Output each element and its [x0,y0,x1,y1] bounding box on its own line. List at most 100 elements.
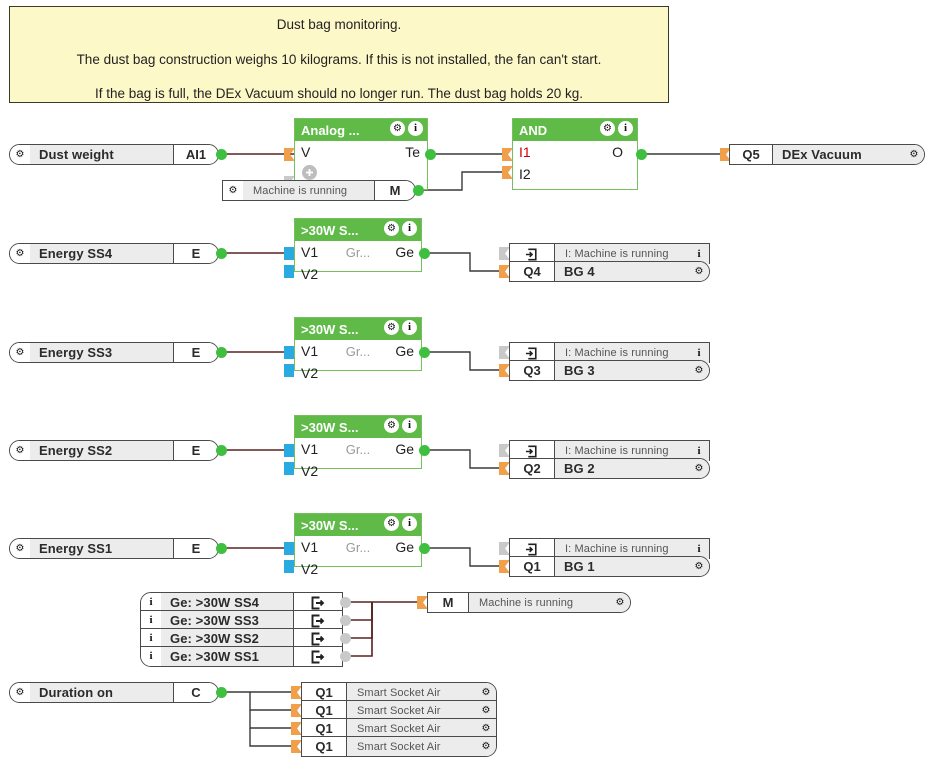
stack-bottom-connector[interactable] [499,462,510,475]
port-input-i1[interactable]: I1 [519,144,531,160]
socket-connector-2[interactable] [291,704,302,717]
info-icon[interactable]: i [689,441,709,461]
aux-output-dot[interactable] [413,185,424,196]
q5-input-connector[interactable] [720,148,731,161]
gear-icon[interactable]: ⚙ [10,244,30,263]
info-icon[interactable]: i [141,647,161,666]
gear-icon[interactable]: ⚙ [384,516,399,531]
info-icon[interactable]: i [402,418,417,433]
block-output-dot[interactable] [425,149,436,160]
block-header[interactable]: AND ⚙ i [513,119,637,141]
input-node-energy-ss1[interactable]: ⚙ Energy SS1 E [9,538,219,559]
gear-icon[interactable]: ⚙ [904,145,924,164]
stack-bottom-connector[interactable] [499,364,510,377]
gear-icon[interactable]: ⚙ [689,557,709,576]
info-icon[interactable]: i [689,539,709,559]
stack-bottom-connector[interactable] [499,265,510,278]
info-icon[interactable]: i [141,593,161,612]
block-output-dot[interactable] [419,347,430,358]
block-output-dot[interactable] [419,445,430,456]
block-input-connector-v2[interactable] [284,265,294,278]
port-output-ge[interactable]: Ge [395,441,414,457]
block-input-connector-v2[interactable] [284,364,294,377]
port-input-v2[interactable]: V2 [301,365,319,381]
function-block-threshold-ss1[interactable]: >30W S... ⚙ i V1 Gr... Ge V2 [294,513,422,577]
gear-icon[interactable]: ⚙ [689,459,709,478]
list-item-ge-ss3[interactable]: i Ge: >30W SS3 [140,610,343,631]
info-icon[interactable]: i [689,343,709,363]
machine-input-connector[interactable] [417,596,428,609]
port-output-o[interactable]: O [612,144,623,160]
and-input1-connector[interactable] [502,148,513,161]
gear-icon[interactable]: ⚙ [384,320,399,335]
socket-connector-1[interactable] [291,686,302,699]
output-node-bg3[interactable]: Q3 BG 3 ⚙ [509,360,710,381]
port-input-v1[interactable]: V1 [301,244,319,260]
block-header[interactable]: >30W S... ⚙ i [295,416,421,438]
block-output-dot[interactable] [419,248,430,259]
function-block-analog[interactable]: Analog ... ⚙ i V Te [294,118,428,190]
stack-top-connector[interactable] [499,346,510,359]
info-icon[interactable]: i [141,611,161,630]
input-node-dust-weight[interactable]: ⚙ Dust weight AI1 [9,144,219,165]
port-output-ge[interactable]: Ge [395,343,414,359]
block-output-dot[interactable] [419,543,430,554]
port-input-i2[interactable]: I2 [519,166,531,182]
plus-icon[interactable] [302,165,317,180]
info-icon[interactable]: i [141,629,161,648]
info-icon[interactable]: i [408,121,423,136]
socket-connector-4[interactable] [291,740,302,753]
output-node-smart-socket-4[interactable]: Q1 Smart Socket Air ⚙ [301,736,497,757]
output-connector-dot[interactable] [216,445,227,456]
block-input-connector-v2[interactable] [284,462,294,475]
block-header[interactable]: >30W S... ⚙ i [295,318,421,340]
output-node-info-row[interactable]: I: Machine is running i [509,440,710,461]
function-block-threshold-ss2[interactable]: >30W S... ⚙ i V1 Gr... Ge V2 [294,415,422,479]
ge-output-dot[interactable] [340,651,351,662]
function-block-threshold-ss4[interactable]: >30W S... ⚙ i V1 Gr... Ge V2 [294,218,422,282]
output-connector-dot[interactable] [216,248,227,259]
port-input-v[interactable]: V [301,144,311,160]
gear-icon[interactable]: ⚙ [10,145,30,164]
port-input-v1[interactable]: V1 [301,539,319,555]
ge-output-dot[interactable] [340,615,351,626]
export-icon[interactable] [293,629,342,648]
gear-icon[interactable]: ⚙ [10,683,30,702]
input-node-duration-on[interactable]: ⚙ Duration on C [9,682,219,703]
import-icon[interactable] [510,244,555,264]
output-node-info-row[interactable]: I: Machine is running i [509,243,710,264]
socket-connector-3[interactable] [291,722,302,735]
info-icon[interactable]: i [402,221,417,236]
input-node-energy-ss4[interactable]: ⚙ Energy SS4 E [9,243,219,264]
output-node-smart-socket-3[interactable]: Q1 Smart Socket Air ⚙ [301,718,497,739]
gear-icon[interactable]: ⚙ [10,343,30,362]
list-item-ge-ss4[interactable]: i Ge: >30W SS4 [140,592,343,613]
stack-bottom-connector[interactable] [499,560,510,573]
output-connector-dot[interactable] [216,687,227,698]
port-input-v1[interactable]: V1 [301,343,319,359]
output-node-bg2[interactable]: Q2 BG 2 ⚙ [509,458,710,479]
block-input-connector-v1[interactable] [284,346,294,359]
output-node-bg4[interactable]: Q4 BG 4 ⚙ [509,261,710,282]
block-input-connector-v2[interactable] [284,560,294,573]
output-node-machine-running[interactable]: M Machine is running ⚙ [427,592,631,613]
ge-output-dot[interactable] [340,597,351,608]
port-output-ge[interactable]: Ge [395,539,414,555]
function-block-threshold-ss3[interactable]: >30W S... ⚙ i V1 Gr... Ge V2 [294,317,422,381]
gear-icon[interactable]: ⚙ [384,418,399,433]
stack-top-connector[interactable] [499,542,510,555]
gear-icon[interactable]: ⚙ [10,539,30,558]
block-input-connector-v1[interactable] [284,444,294,457]
export-icon[interactable] [293,593,342,612]
list-item-ge-ss2[interactable]: i Ge: >30W SS2 [140,628,343,649]
port-input-v2[interactable]: V2 [301,463,319,479]
info-icon[interactable]: i [402,320,417,335]
port-input-v2[interactable]: V2 [301,266,319,282]
info-icon[interactable]: i [618,121,633,136]
output-node-smart-socket-1[interactable]: Q1 Smart Socket Air ⚙ [301,682,497,703]
import-icon[interactable] [510,343,555,363]
export-icon[interactable] [293,647,342,666]
export-icon[interactable] [293,611,342,630]
output-connector-dot[interactable] [216,543,227,554]
output-node-dex-vacuum[interactable]: Q5 DEx Vacuum ⚙ [729,144,925,165]
